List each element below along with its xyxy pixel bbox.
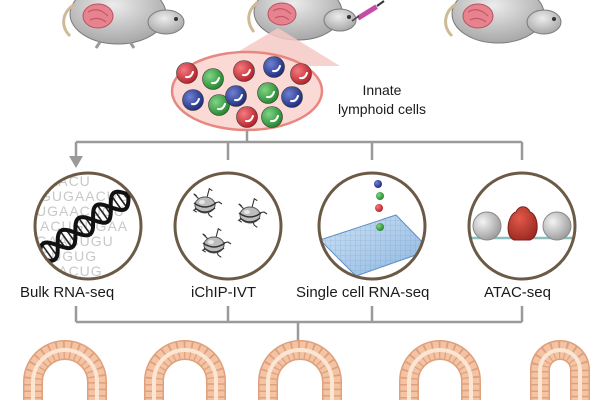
intestinal-loop: [268, 350, 332, 400]
ilc-cell: [203, 69, 224, 90]
ilc-cell: [237, 107, 258, 128]
label-bulk-rna-seq: Bulk RNA-seq: [20, 284, 114, 301]
label-single-cell-rna-seq: Single cell RNA-seq: [296, 284, 429, 301]
intestinal-loop: [33, 350, 97, 400]
ilc-cell: [262, 107, 283, 128]
ilc-label-line2: lymphoid cells: [318, 100, 446, 119]
connector-bottom: [76, 306, 522, 346]
assay-bulk-rna-seq: GAACUGUGAACUGUGAACUGUACUGUGAAGAACUGUCUGU…: [35, 173, 141, 279]
mouse-right: [446, 0, 561, 43]
label-atac-seq: ATAC-seq: [484, 284, 551, 301]
ilc-cluster: [172, 52, 322, 130]
connector-arrow-icon: [69, 156, 83, 168]
ilc-cell: [177, 63, 198, 84]
intestinal-loop: [409, 350, 471, 400]
ilc-cell: [258, 83, 279, 104]
mouse-left: [64, 0, 184, 48]
syringe-icon: [352, 1, 384, 21]
intestinal-villi-row: [33, 350, 580, 400]
assay-ichip-ivt: [175, 173, 281, 279]
mouse-left-tissue-icon: [83, 4, 113, 28]
assay-atac-seq: [468, 173, 578, 279]
ilc-label-line1: Innate: [318, 81, 446, 100]
ilc-cluster-label: Innate lymphoid cells: [318, 81, 446, 119]
connector-top: [76, 130, 522, 160]
label-ichip-ivt: iChIP-IVT: [191, 284, 256, 301]
ilc-cell: [264, 57, 285, 78]
ilc-cell: [291, 64, 312, 85]
ilc-cell: [183, 90, 204, 111]
mouse-right-tissue-icon: [463, 4, 493, 28]
mouse-center-tissue-icon: [268, 3, 296, 25]
intestinal-loop: [154, 350, 216, 400]
ilc-cell: [282, 87, 303, 108]
assay-single-cell-rna-seq: [319, 173, 430, 279]
ilc-cell: [234, 61, 255, 82]
intestinal-loop: [540, 350, 580, 400]
sequence-letters: GAACU: [36, 173, 91, 189]
ilc-cell: [226, 86, 247, 107]
